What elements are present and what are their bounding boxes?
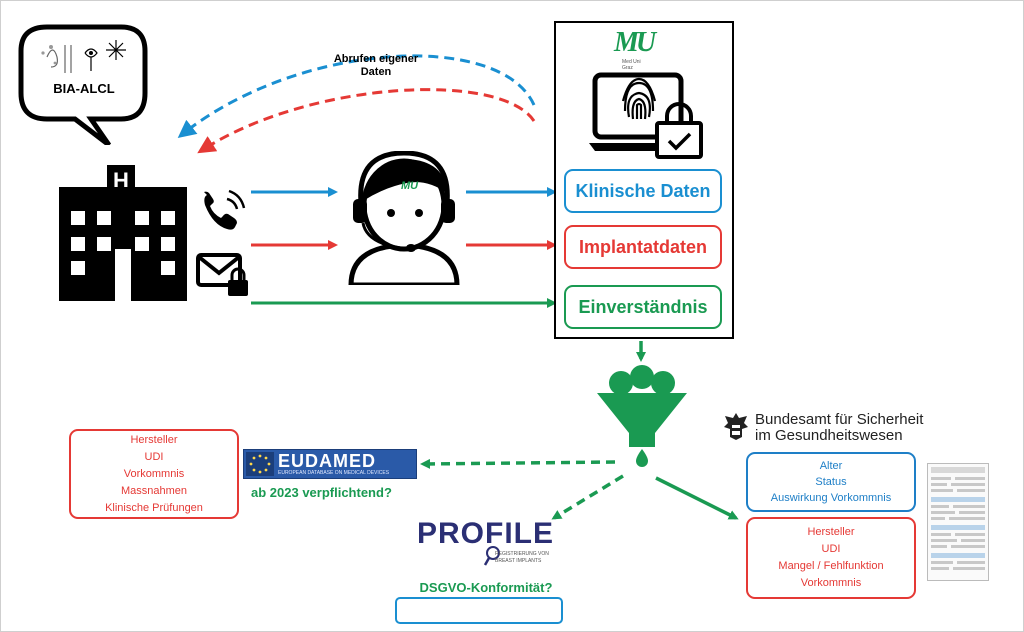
retrieve-arrow-blue [177,54,536,138]
profile-logo: PROFILE REGISTRIERUNG VON BREAST IMPLANT… [417,517,553,573]
profile-tag1: REGISTRIERUNG VON [495,551,549,557]
arrow-funnel-bfg [655,476,739,520]
clinical-data-box: Klinische Daten [564,169,722,213]
eudamed-subtitle: EUROPEAN DATABASE ON MEDICAL DEVICES [278,470,390,476]
logo-line2: Graz [622,65,633,71]
implant-data-box: Implantatdaten [564,225,722,269]
bfg-red-item: UDI [821,543,841,555]
bfg-header: Bundesamt für Sicherheit im Gesundheitsw… [755,412,923,444]
meduni-logo: MU Med Uni Graz [608,27,662,71]
svg-text:H: H [113,168,129,193]
bfg-red-box: Hersteller UDI Mangel / Fehlfunktion Vor… [746,517,916,599]
hospital-icon: H [59,165,187,301]
profile-question: DSGVO-Konformität? [419,580,553,595]
retrieve-label: Abrufen eigener Daten [321,53,431,79]
eudamed-item: Hersteller [130,433,178,446]
eudamed-item: Vorkommnis [123,467,185,480]
eudamed-item: UDI [144,450,164,463]
consent-box: Einverständnis [564,285,722,329]
arrow-funnel-eudamed [420,458,616,469]
phone-icon [204,189,246,230]
magnifier-icon [483,546,500,566]
bfg-blue-item: Auswirkung Vorkommnis [770,492,892,504]
profile-title: PROFILE [417,517,555,550]
eudamed-items-box: Hersteller UDI Vorkommnis Massnahmen Kli… [69,429,239,519]
retrieve-label-line1: Abrufen eigener [333,53,419,65]
eudamed-title: EUDAMED [278,451,377,471]
bubble-label: BIA-ALCL [53,81,115,96]
bia-alcl-bubble: BIA-ALCL [13,19,155,147]
logo-line1: Med Uni [622,59,641,65]
bfg-blue-item: Alter [819,460,843,472]
eu-stars-icon [246,452,274,476]
envelope-lock-icon [196,253,248,296]
bfg-line1: Bundesamt für Sicherheit [755,411,924,428]
logo-mark: MU [614,27,656,58]
retrieve-label-line2: Daten [360,66,392,78]
laptop-fingerprint-icon [589,72,703,159]
eudamed-question: ab 2023 verpflichtend? [251,485,392,500]
bfg-line2: im Gesundheitswesen [755,427,903,444]
austrian-eagle-icon [724,413,748,440]
eudamed-item: Massnahmen [120,484,188,497]
bfg-blue-box: Alter Status Auswirkung Vorkommnis [746,452,916,512]
headset-agent-icon: MU [348,151,460,285]
bfg-red-item: Hersteller [807,526,855,538]
arrow-funnel-profile [551,474,624,520]
profile-tag2: BREAST IMPLANTS [495,558,542,564]
bfg-red-item: Vorkommnis [800,577,862,589]
speech-bubble-icon [18,24,148,147]
eudamed-item: Klinische Prüfungen [105,501,203,514]
eudamed-logo: EUDAMED EUROPEAN DATABASE ON MEDICAL DEV… [243,449,417,479]
svg-text:MU: MU [401,180,419,192]
form-document-icon [927,463,989,581]
retrieve-arrow-red [197,88,536,154]
bfg-blue-item: Status [815,476,847,488]
bfg-red-item: Mangel / Fehlfunktion [778,560,884,572]
funnel-icon [597,365,687,467]
profile-empty-box [395,597,563,624]
